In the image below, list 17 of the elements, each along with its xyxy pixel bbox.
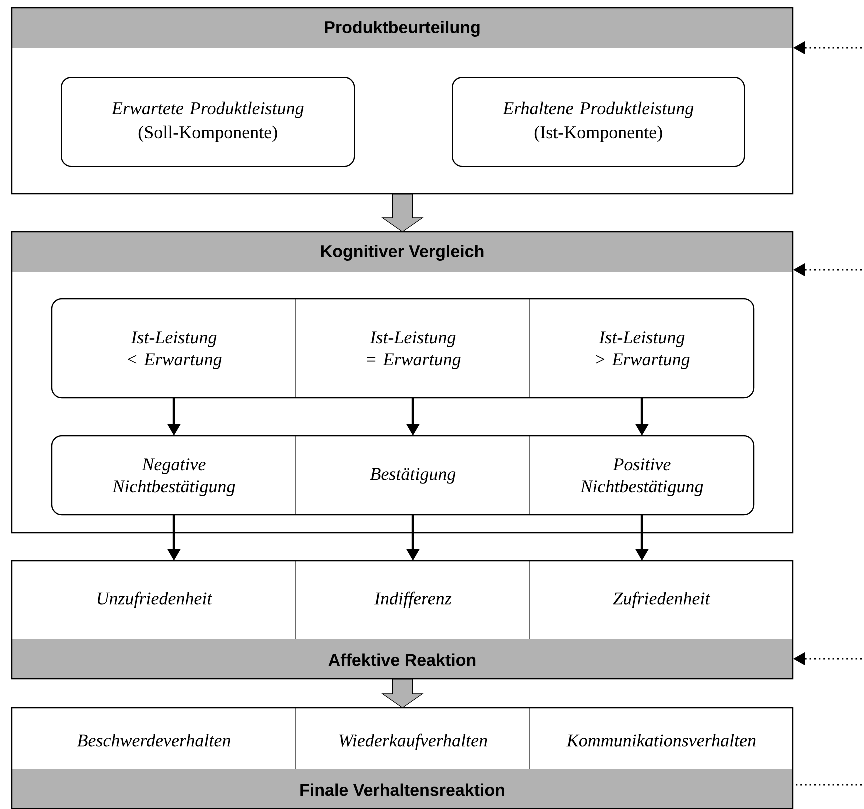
table-cell: Kommunikationsverhalten [566,734,756,747]
table-cell: Ist-Leistung = Erwartung [367,332,461,370]
table-cell: Bestätigung [370,468,456,484]
table-cell: Zufriedenheit [613,592,711,608]
feedback-line [793,784,862,786]
table-cell: Ist-Leistung < Erwartung [128,332,222,370]
block-arrow [382,679,424,708]
table-cell: Wiederkaufverhalten [340,734,488,750]
table-cell: Indifferenz [374,592,452,608]
rounded-box: Erwartete Produktleistung (Soll-Komponente) [61,77,356,168]
rounded-box: Erhaltene Produktleistung (Ist-Komponente) [452,77,746,168]
table-cell: Positive Nichtbestätigung [580,458,704,496]
table-cell: Beschwerdeverhalten [77,734,230,747]
table-cell: Unzufriedenheit [98,592,213,608]
table-cell: Negative Nichtbestätigung [112,458,236,496]
table-cell: Ist-Leistung > Erwartung [596,332,690,370]
block-arrow [382,194,424,232]
